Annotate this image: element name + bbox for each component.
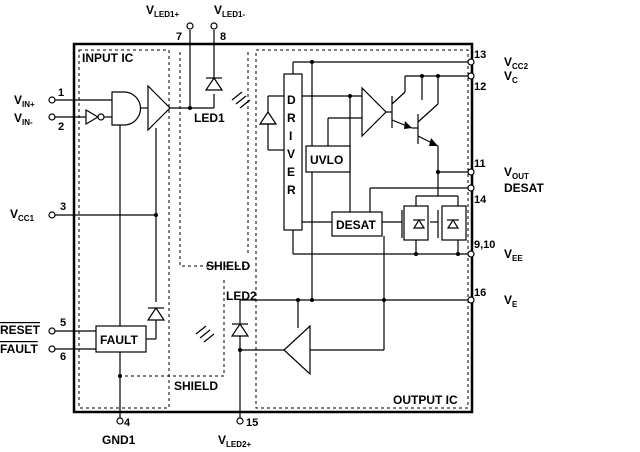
svg-text:13: 13 bbox=[474, 49, 486, 61]
svg-text:VC: VC bbox=[504, 69, 518, 85]
pin-gnd1: 4 GND1 bbox=[102, 417, 136, 447]
pin-reset: RESET 5 bbox=[0, 317, 96, 337]
svg-text:GND1: GND1 bbox=[102, 433, 136, 447]
driver-block: D R I V E R bbox=[283, 73, 303, 231]
led1-light-arrows bbox=[231, 91, 251, 109]
lower-shield: SHIELD bbox=[120, 280, 225, 393]
svg-text:14: 14 bbox=[474, 194, 487, 206]
input-ic-label: INPUT IC bbox=[82, 51, 134, 65]
svg-text:VEE: VEE bbox=[504, 247, 523, 263]
pin-vcc2: 13 VCC2 bbox=[467, 49, 529, 71]
lower-shield-label: SHIELD bbox=[174, 379, 218, 393]
desat-block: DESAT bbox=[302, 196, 402, 237]
svg-text:6: 6 bbox=[60, 351, 66, 363]
pin-vout: 11 VOUT bbox=[436, 158, 529, 181]
pin-vc: 12 VC bbox=[467, 69, 518, 93]
pin-vled1-plus: VLED1+ 7 bbox=[146, 3, 194, 43]
svg-text:FAULT: FAULT bbox=[0, 342, 38, 356]
svg-text:5: 5 bbox=[60, 317, 66, 329]
pin-fault: FAULT 6 bbox=[0, 342, 96, 363]
svg-text:VLED2+: VLED2+ bbox=[218, 433, 251, 449]
svg-text:DESAT: DESAT bbox=[504, 181, 544, 195]
svg-text:VE: VE bbox=[504, 293, 518, 309]
svg-text:1: 1 bbox=[58, 87, 64, 99]
led1-label: LED1 bbox=[194, 111, 225, 125]
input-ic-boundary bbox=[78, 49, 170, 409]
svg-text:VIN-: VIN- bbox=[14, 111, 33, 127]
input-buffer bbox=[147, 84, 171, 132]
pin-vin-plus: VIN+ 1 bbox=[14, 87, 112, 109]
pin-desat: 14 DESAT bbox=[369, 181, 544, 212]
ve-rail bbox=[240, 298, 468, 328]
output-ic-boundary bbox=[255, 49, 469, 409]
pin-vcc1: VCC1 3 bbox=[10, 128, 158, 302]
package-outline bbox=[72, 42, 474, 414]
svg-text:V: V bbox=[287, 147, 295, 161]
led2-label: LED2 bbox=[226, 289, 257, 303]
svg-text:11: 11 bbox=[474, 158, 486, 170]
darlington-output-stage bbox=[386, 76, 439, 172]
mosfet-pair bbox=[401, 196, 467, 254]
vin-minus-inverter bbox=[85, 108, 112, 126]
svg-text:7: 7 bbox=[176, 31, 182, 43]
svg-text:R: R bbox=[287, 111, 296, 125]
svg-text:2: 2 bbox=[58, 121, 64, 133]
output-amplifier bbox=[361, 86, 387, 138]
pin-ve: 16 VE bbox=[467, 287, 518, 309]
svg-text:16: 16 bbox=[474, 287, 486, 299]
svg-text:R: R bbox=[287, 183, 296, 197]
svg-text:RESET: RESET bbox=[0, 323, 41, 337]
svg-text:12: 12 bbox=[474, 81, 486, 93]
uvlo-block: UVLO bbox=[305, 117, 362, 173]
pin-vin-minus: VIN- 2 bbox=[14, 111, 86, 133]
led2: LED2 bbox=[226, 289, 284, 418]
pin-vled2-plus: 15 VLED2+ bbox=[218, 417, 258, 449]
led1: LED1 bbox=[189, 30, 225, 125]
fault-light-arrows bbox=[195, 325, 215, 343]
driver-photodiode bbox=[258, 95, 284, 151]
upper-shield-label: SHIELD bbox=[206, 259, 250, 273]
vee-rail bbox=[292, 230, 468, 256]
output-ic-label: OUTPUT IC bbox=[393, 393, 458, 407]
svg-text:VCC2: VCC2 bbox=[504, 55, 529, 71]
svg-text:D: D bbox=[287, 93, 296, 107]
fault-photodiode bbox=[146, 306, 166, 340]
svg-text:VLED1-: VLED1- bbox=[214, 3, 245, 19]
upper-shield: SHIELD bbox=[179, 52, 250, 273]
svg-text:FAULT: FAULT bbox=[100, 333, 138, 347]
vc-rail bbox=[405, 74, 468, 78]
svg-text:VIN+: VIN+ bbox=[14, 93, 35, 109]
svg-text:VLED1+: VLED1+ bbox=[146, 3, 179, 19]
svg-text:3: 3 bbox=[60, 201, 66, 213]
vcc2-rail bbox=[292, 60, 468, 300]
svg-text:15: 15 bbox=[246, 417, 258, 429]
svg-text:DESAT: DESAT bbox=[336, 218, 376, 232]
svg-text:E: E bbox=[287, 165, 295, 179]
svg-text:9,10: 9,10 bbox=[474, 239, 495, 251]
pin-vled1-minus: VLED1- 8 bbox=[210, 3, 245, 43]
svg-text:VCC1: VCC1 bbox=[10, 207, 35, 223]
svg-text:VOUT: VOUT bbox=[504, 165, 529, 181]
fault-block: FAULT bbox=[95, 325, 147, 353]
svg-text:I: I bbox=[289, 129, 292, 143]
and-gate bbox=[111, 91, 142, 126]
svg-text:8: 8 bbox=[220, 31, 226, 43]
pin-vee: 9,10 VEE bbox=[467, 239, 523, 263]
svg-text:4: 4 bbox=[124, 417, 131, 429]
svg-text:UVLO: UVLO bbox=[310, 153, 343, 167]
fault-amplifier bbox=[283, 324, 311, 376]
